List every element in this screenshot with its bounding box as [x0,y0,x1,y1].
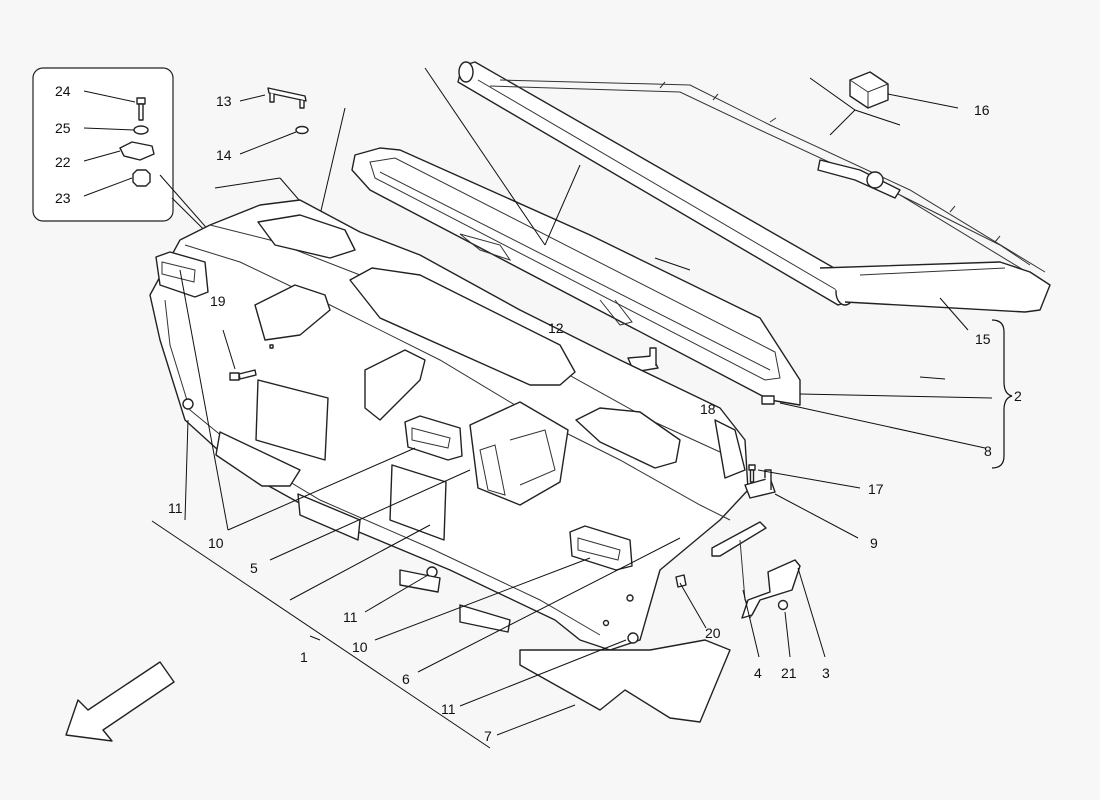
callout-19: 19 [210,293,226,309]
part-20-clip [675,574,687,588]
callout-18: 18 [700,401,716,417]
callout-4: 4 [754,665,762,681]
part-14-ring [295,125,309,135]
callout-10b: 10 [352,639,368,655]
callout-10a: 10 [208,535,224,551]
part-22-plate [119,141,155,161]
part-23-nut [132,169,151,187]
part-10-belt-guide-centre [404,415,463,461]
callout-12: 12 [548,320,564,336]
part-5-centre-trim [469,401,569,506]
part-19-bolt [229,369,257,381]
callout-11c: 11 [441,701,456,717]
front-direction-arrow-icon [65,661,175,742]
callout-6: 6 [402,671,410,687]
callout-17: 17 [868,481,884,497]
part-24-bolt [136,97,146,121]
callout-11a: 11 [168,500,183,516]
callout-15: 15 [975,331,991,347]
callout-23: 23 [55,190,71,206]
callout-16: 16 [974,102,990,118]
part-9-bracket [744,469,776,499]
part-15-rear-sunblind [457,61,1051,313]
callout-3: 3 [822,665,830,681]
callout-24: 24 [55,83,71,99]
callout-13: 13 [216,93,232,109]
detail-inset: 24 25 22 23 [32,67,174,222]
callout-2: 2 [1014,388,1022,404]
callout-7: 7 [484,728,492,744]
callout-9: 9 [870,535,878,551]
part-21-nut [777,599,789,611]
callout-22: 22 [55,154,71,170]
callout-11b: 11 [343,609,358,625]
part-17-bolt [748,464,756,483]
callout-8: 8 [984,443,992,459]
callout-20: 20 [705,625,721,641]
part-6-lower-panel [215,431,511,633]
part-8-upper-trim [351,147,801,406]
callout-1: 1 [300,649,308,665]
part-10-belt-guide-left [155,251,209,298]
callout-5: 5 [250,560,258,576]
part-13-clip [267,87,307,109]
part-10-belt-guide-right [569,525,633,571]
part-3-bracket [741,559,801,619]
part-25-washer [133,125,149,135]
part-16-relay [849,71,889,109]
part-7-floor-panel [519,639,731,723]
callout-14: 14 [216,147,232,163]
callout-25: 25 [55,120,71,136]
callout-21: 21 [781,665,797,681]
